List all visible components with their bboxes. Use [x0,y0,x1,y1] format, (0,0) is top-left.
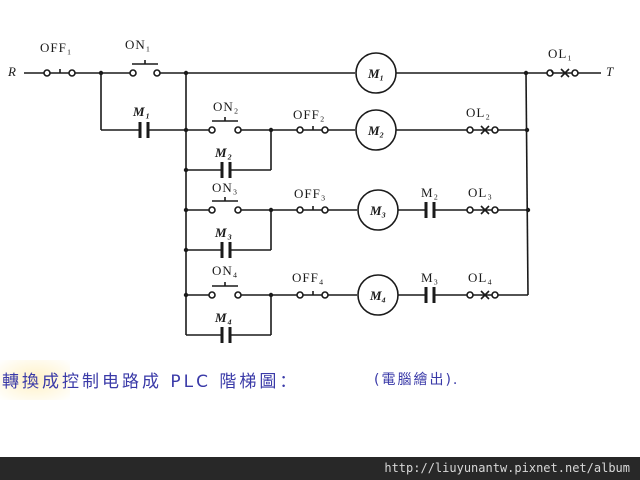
label-off2: OFF₂ [293,107,326,122]
ladder-diagram [24,52,601,343]
label-m3-interlock: M₃ [421,270,440,285]
label-m2-coil: M₂ [367,123,385,138]
label-ol4: OL₄ [468,270,493,285]
label-on1: ON₁ [125,37,152,52]
label-on4: ON₄ [212,263,239,278]
label-m2-seal: M₂ [215,145,234,160]
handwritten-note-tail: (電腦繪出). [374,372,460,388]
label-ol3: OL₃ [468,185,493,200]
label-off1: OFF₁ [40,40,73,55]
off1-contact-left [43,69,51,77]
label-ol1: OL₁ [548,46,573,61]
label-off4: OFF₄ [292,270,325,285]
label-off3: OFF₃ [294,186,327,201]
album-url: http://liuyunantw.pixnet.net/album [384,461,630,475]
label-m3-coil: M₃ [369,203,387,218]
handwritten-note: 轉換成控制电路成 PLC 階梯圖： [2,372,300,392]
on1-contact-left [129,69,137,77]
label-m3-seal: M₃ [215,225,234,240]
highlighter-mark [0,360,70,400]
label-m1-seal: M₁ [133,104,152,119]
terminal-t: T [606,64,615,79]
label-ol2: OL₂ [466,105,491,120]
on1-contact-right [153,69,161,77]
off1-contact-right [68,69,76,77]
label-m4-coil: M₄ [369,288,387,303]
label-m1-coil: M₁ [367,66,385,81]
watermark-footer: http://liuyunantw.pixnet.net/album [0,457,640,480]
label-m4-seal: M₄ [215,310,234,325]
label-on3: ON₃ [212,180,239,195]
label-on2: ON₂ [213,99,240,114]
right-bus [525,72,529,296]
label-m2-interlock: M₂ [421,185,440,200]
terminal-r: R [8,64,17,79]
